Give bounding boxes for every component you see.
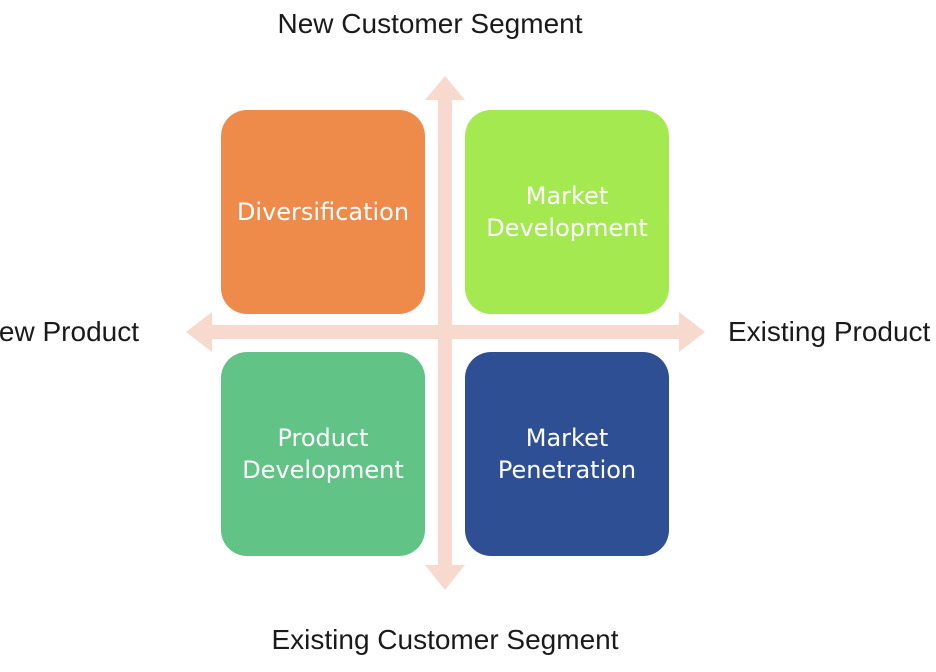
quadrant-label: Market Penetration <box>497 424 637 484</box>
quadrant-market-penetration: Market Penetration <box>465 352 669 556</box>
quadrant-product-development: Product Development <box>221 352 425 556</box>
quadrant-market-development: Market Development <box>465 110 669 314</box>
axis-label-bottom: Existing Customer Segment <box>271 624 619 655</box>
quadrant-label: Market Development <box>486 182 648 242</box>
quadrant-label: Diversification <box>236 198 410 226</box>
axis-label-right: Existing Product <box>728 316 931 347</box>
quadrant-diversification: Diversification <box>221 110 425 314</box>
axis-label-left: New Product <box>0 316 139 347</box>
quadrant-label: Product Development <box>242 424 404 484</box>
axis-label-top: New Customer Segment <box>277 8 583 39</box>
horizontal-axis-arrow <box>186 312 705 352</box>
